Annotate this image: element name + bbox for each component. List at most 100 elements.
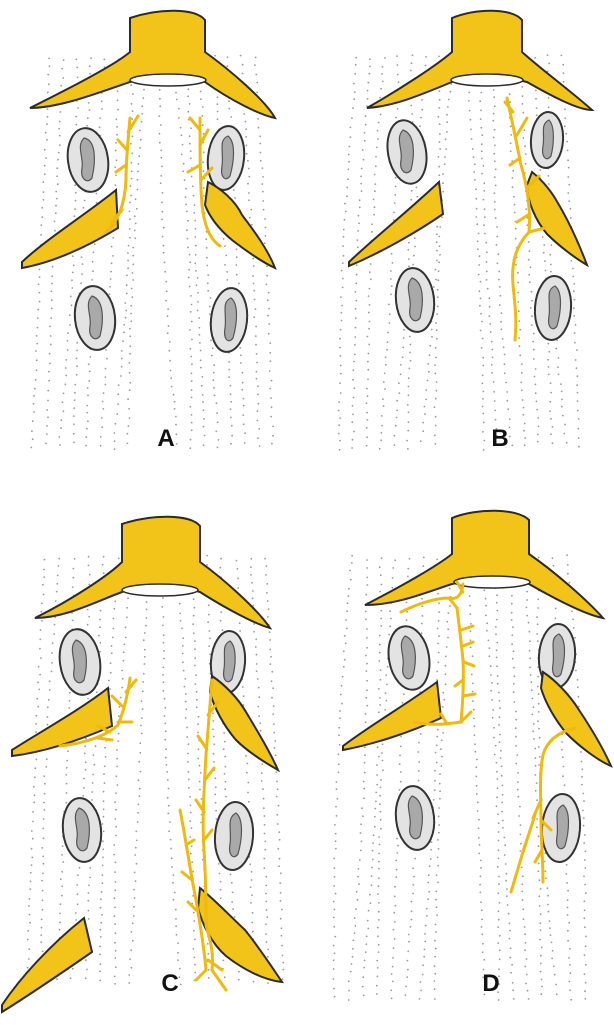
- tissue-dot: [364, 754, 366, 756]
- tissue-dot: [74, 384, 76, 386]
- tissue-dot: [129, 372, 131, 374]
- tissue-dot: [40, 941, 42, 943]
- tissue-dot: [191, 380, 193, 382]
- tissue-dot: [367, 419, 369, 421]
- tissue-dot: [339, 717, 341, 719]
- tissue-dot: [569, 964, 571, 966]
- tissue-dot: [400, 364, 402, 366]
- tissue-dot: [167, 308, 169, 310]
- tissue-dot: [163, 650, 165, 652]
- tissue-dot: [538, 728, 540, 730]
- tissue-dot: [89, 371, 91, 373]
- tissue-dot: [372, 859, 374, 861]
- tissue-dot: [200, 359, 202, 361]
- tissue-dot: [563, 72, 565, 74]
- tissue-dot: [425, 65, 427, 67]
- tissue-dot: [537, 598, 539, 600]
- tissue-dot: [379, 803, 381, 805]
- tissue-dot: [134, 872, 136, 874]
- tissue-dot: [69, 314, 71, 316]
- tissue-dot: [211, 355, 213, 357]
- tissue-dot: [511, 634, 513, 636]
- tissue-dot: [574, 332, 576, 334]
- tissue-dot: [163, 616, 165, 618]
- tissue-dot: [32, 438, 34, 440]
- tissue-dot: [538, 746, 540, 748]
- tissue-dot: [549, 401, 551, 403]
- tissue-dot: [369, 66, 371, 68]
- tissue-dot: [204, 435, 206, 437]
- tissue-dot: [249, 217, 251, 219]
- tissue-dot: [189, 796, 191, 798]
- tissue-dot: [407, 576, 409, 578]
- tissue-dot: [567, 159, 569, 161]
- tissue-dot: [366, 628, 368, 630]
- tissue-dot: [449, 588, 451, 590]
- tissue-dot: [570, 972, 572, 974]
- tissue-dot: [269, 352, 271, 354]
- tissue-dot: [87, 395, 89, 397]
- tissue-dot: [479, 255, 481, 257]
- tissue-dot: [195, 270, 197, 272]
- tissue-dot: [110, 662, 112, 664]
- tissue-dot: [113, 915, 115, 917]
- tissue-dot: [373, 199, 375, 201]
- tissue-dot: [483, 959, 485, 961]
- tissue-dot: [499, 734, 501, 736]
- tissue-dot: [547, 175, 549, 177]
- tissue-dot: [272, 687, 274, 689]
- tissue-dot: [390, 990, 392, 992]
- tissue-dot: [219, 873, 221, 875]
- tissue-dot: [170, 848, 172, 850]
- tissue-dot: [162, 625, 164, 627]
- tissue-dot: [481, 134, 483, 136]
- tissue-dot: [117, 740, 119, 742]
- tissue-dot: [117, 90, 119, 92]
- tissue-dot: [265, 876, 267, 878]
- tissue-dot: [121, 350, 123, 352]
- tissue-dot: [257, 410, 259, 412]
- tissue-dot: [482, 338, 484, 340]
- tissue-dot: [268, 292, 270, 294]
- tissue-dot: [437, 643, 439, 645]
- tissue-dot: [131, 296, 133, 298]
- wing-right: [541, 672, 611, 766]
- tissue-dot: [115, 150, 117, 152]
- tissue-dot: [393, 947, 395, 949]
- tissue-dot: [380, 679, 382, 681]
- tissue-dot: [554, 974, 556, 976]
- tissue-dot: [115, 950, 117, 952]
- tissue-dot: [353, 83, 355, 85]
- tissue-dot: [195, 674, 197, 676]
- tissue-dot: [186, 736, 188, 738]
- tissue-dot: [28, 905, 30, 907]
- tissue-dot: [483, 589, 485, 591]
- tissue-dot: [475, 198, 477, 200]
- tissue-dot: [526, 958, 528, 960]
- tissue-dot: [447, 612, 449, 614]
- tissue-dot: [103, 808, 105, 810]
- tissue-dot: [267, 315, 269, 317]
- tissue-dot: [431, 329, 433, 331]
- tissue-dot: [576, 367, 578, 369]
- tissue-dot: [207, 621, 209, 623]
- tissue-dot: [436, 390, 438, 392]
- tissue-dot: [171, 386, 173, 388]
- tissue-dot: [333, 917, 335, 919]
- tissue-dot: [381, 415, 383, 417]
- tissue-dot: [482, 951, 484, 953]
- tissue-dot: [226, 271, 228, 273]
- tissue-dot: [572, 276, 574, 278]
- tissue-dot: [195, 245, 197, 247]
- tissue-dot: [194, 657, 196, 659]
- tissue-dot: [249, 176, 251, 178]
- tissue-dot: [518, 815, 520, 817]
- tissue-dot: [512, 170, 514, 172]
- tissue-dot: [271, 443, 273, 445]
- tissue-dot: [445, 665, 447, 667]
- tissue-dot: [34, 776, 36, 778]
- panel-b: B: [307, 0, 614, 470]
- tissue-dot: [495, 168, 497, 170]
- tissue-dot: [194, 263, 196, 265]
- tissue-dot: [167, 332, 169, 334]
